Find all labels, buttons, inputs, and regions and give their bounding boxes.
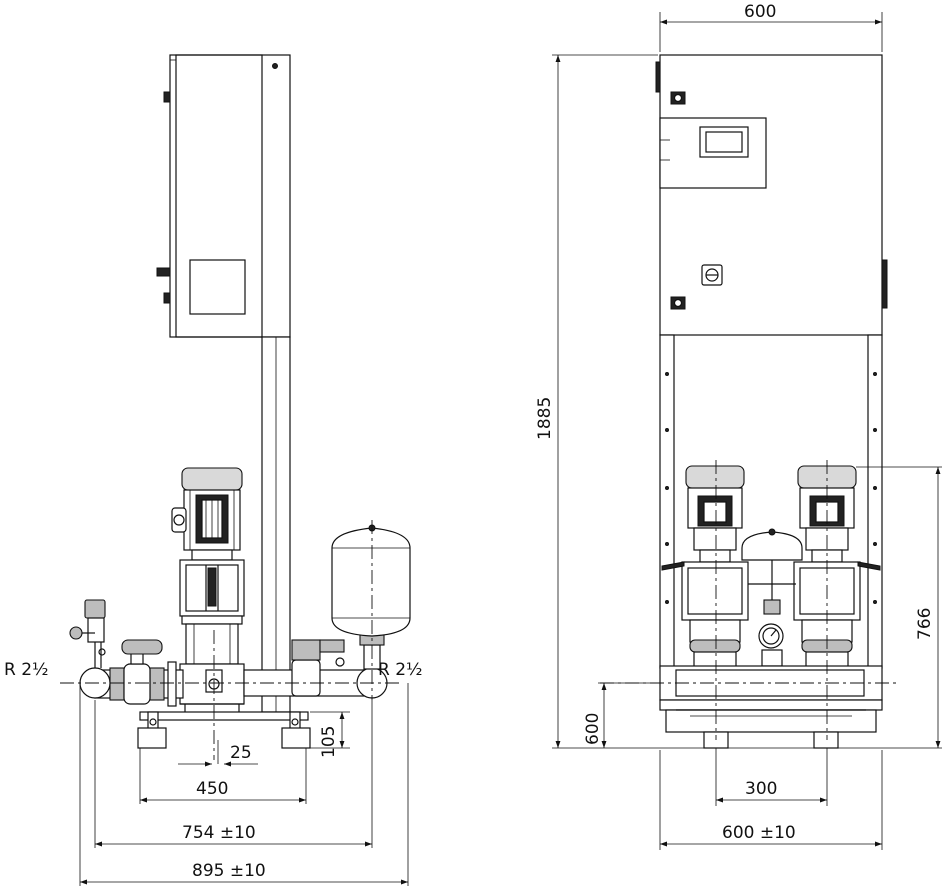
connection-label-left: R 2½	[4, 660, 49, 680]
dim-label-300: 300	[745, 779, 777, 799]
dim-label-766: 766	[915, 608, 935, 640]
dim-label-600-vertical: 600	[583, 713, 603, 745]
support-column-side	[261, 336, 291, 713]
pump-side	[171, 467, 245, 714]
suction-manifold-side	[69, 599, 184, 707]
dim-label-895: 895 ±10	[192, 861, 266, 881]
side-view: R 2½ R 2½ 25 105 450 754 ±10 895 ±10	[4, 54, 423, 886]
discharge-manifold-side	[243, 598, 388, 699]
pump-front-1	[681, 465, 749, 671]
dim-label-top-width: 600	[744, 2, 776, 22]
connection-label-right: R 2½	[378, 660, 423, 680]
control-cabinet-side	[156, 54, 291, 338]
dim-label-450: 450	[196, 779, 228, 799]
dim-label-height: 1885	[535, 397, 555, 440]
front-view: 600 1885 766 600 300 600 ±10	[535, 2, 942, 850]
dim-label-bottom-width: 600 ±10	[722, 823, 796, 843]
dim-label-25: 25	[230, 743, 252, 763]
dim-label-754: 754 ±10	[182, 823, 256, 843]
frame-columns-front	[659, 334, 883, 669]
base-frame-side	[137, 711, 311, 749]
control-cabinet-front	[655, 54, 888, 336]
dim-label-105: 105	[319, 726, 339, 758]
vessel-and-gauge-front	[661, 528, 881, 667]
pressure-vessel	[331, 524, 411, 637]
manifold-and-base-front	[659, 665, 883, 749]
